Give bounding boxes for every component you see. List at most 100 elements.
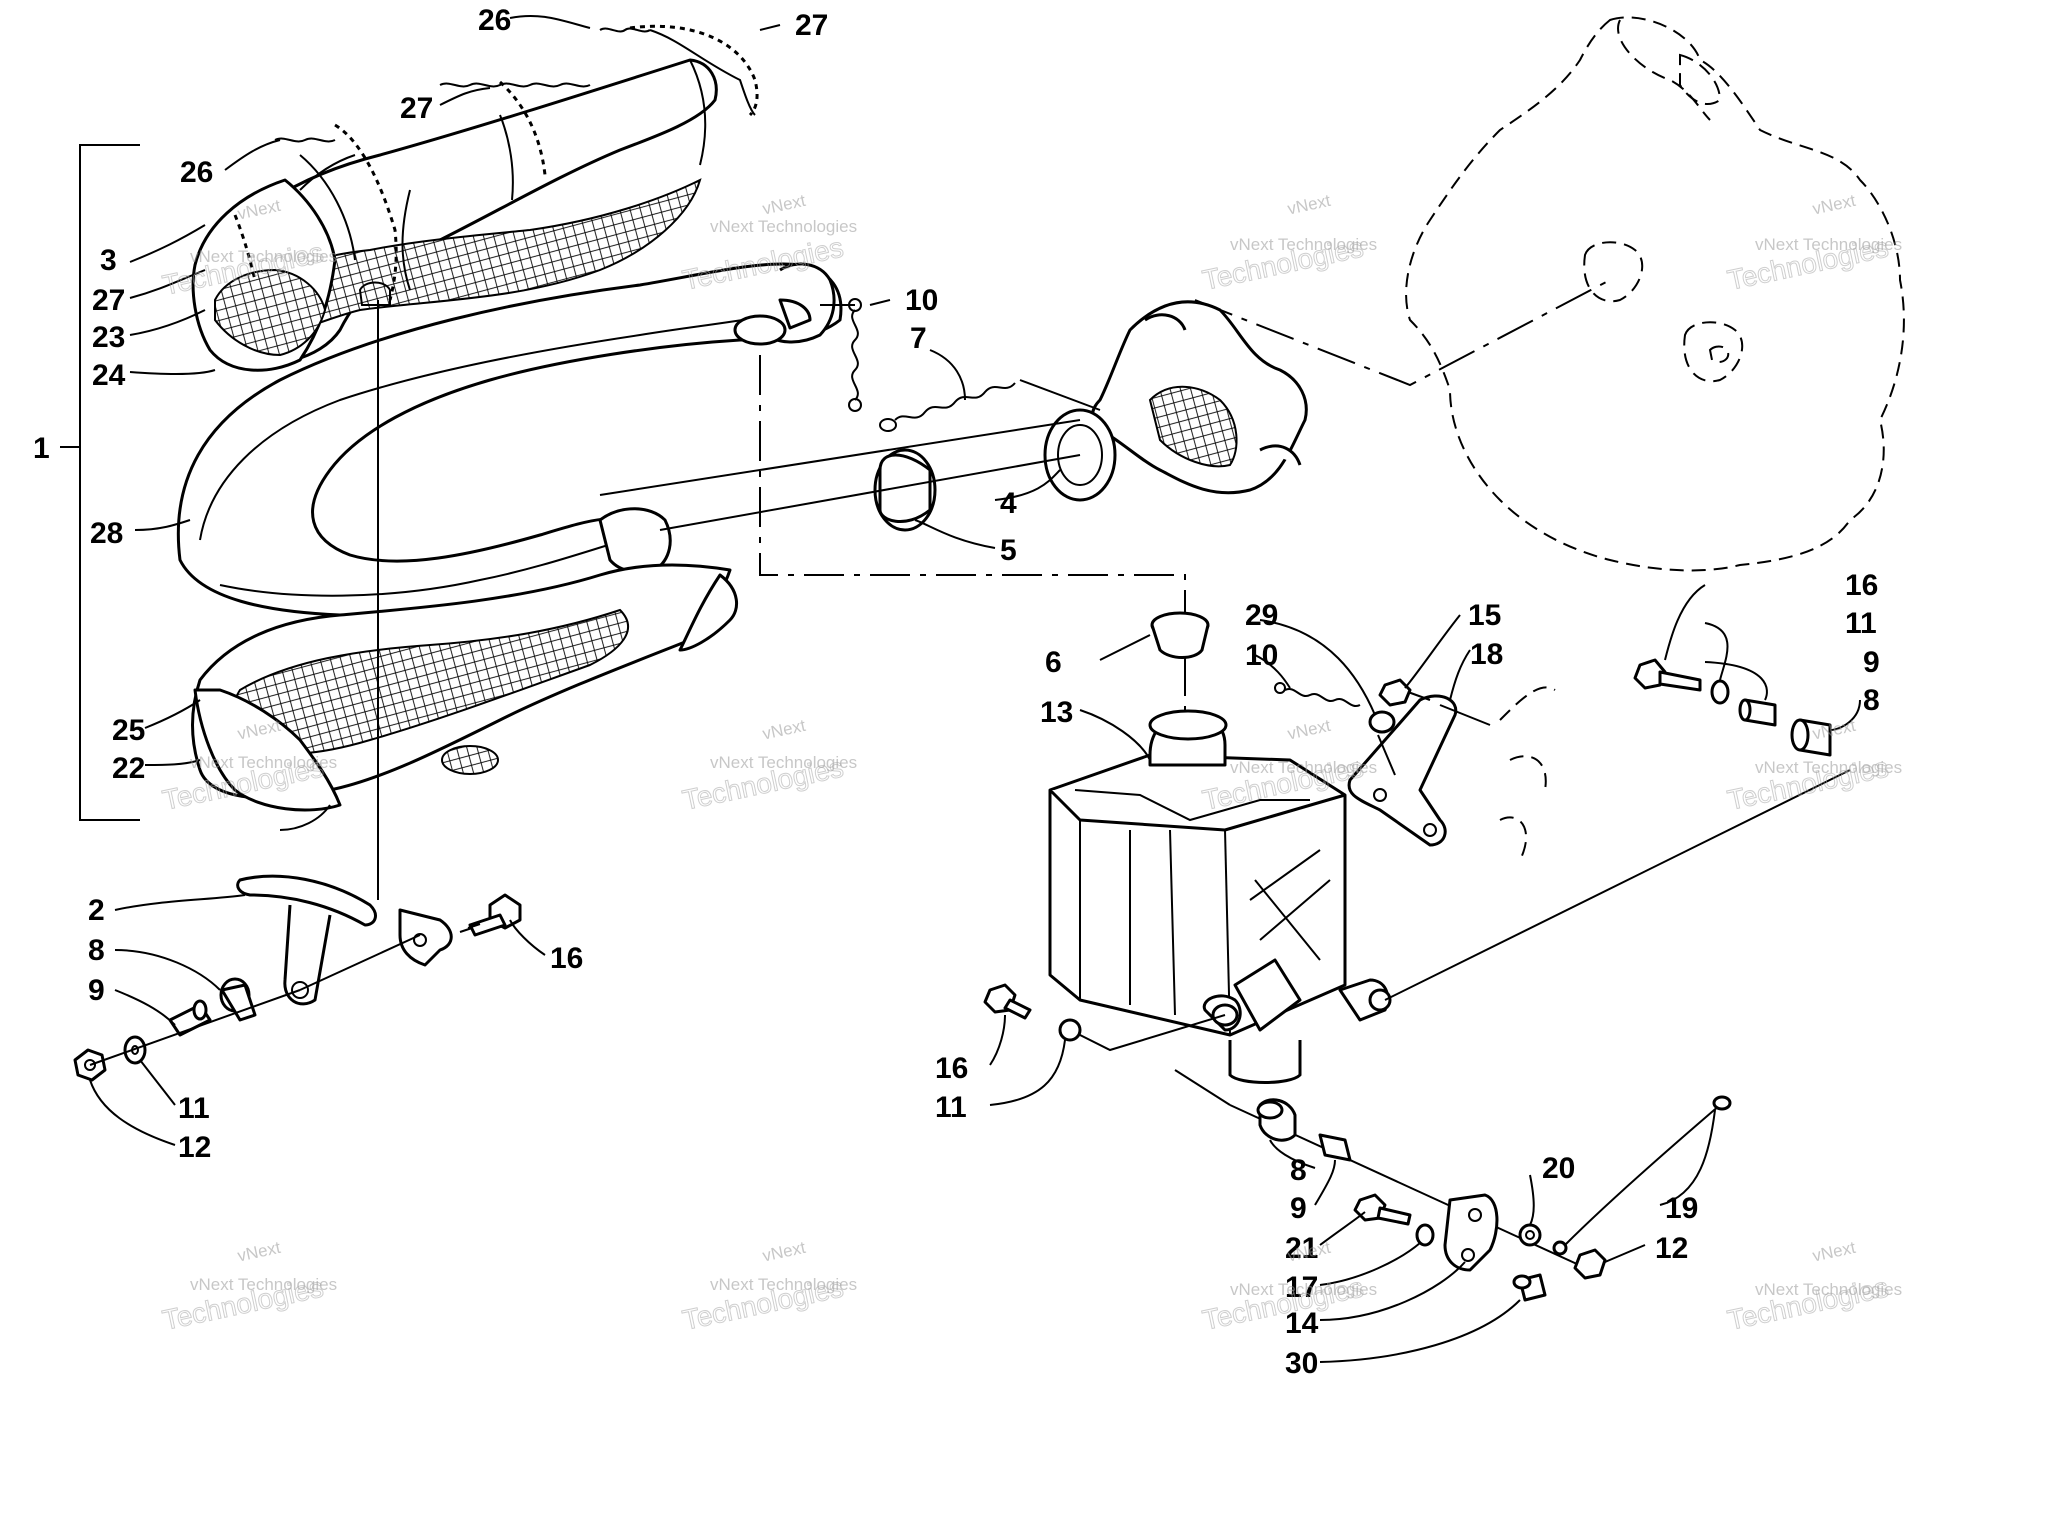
watermark-text: vNext Technologies <box>1230 1280 1377 1299</box>
callout-23: 23 <box>92 321 125 354</box>
watermark: vNext <box>761 191 808 219</box>
callout-28: 28 <box>90 517 123 550</box>
bushing-8-left <box>219 977 257 1022</box>
svg-text:vNext: vNext <box>761 191 808 219</box>
callout-27-left: 27 <box>92 284 125 317</box>
mount-bracket-18 <box>1347 694 1458 847</box>
lock-washer-20 <box>1518 1223 1542 1247</box>
svg-text:vNext: vNext <box>1286 191 1333 219</box>
cap-29 <box>1368 710 1396 734</box>
bushing-8-right <box>1790 718 1832 757</box>
callout-10-top: 10 <box>905 284 938 317</box>
watermark-text: vNext Technologies <box>190 247 337 266</box>
callout-22: 22 <box>112 752 145 785</box>
bolt-16-lower <box>983 983 1032 1020</box>
callout-14: 14 <box>1285 1307 1319 1340</box>
bolt-21 <box>1353 1193 1412 1226</box>
washer-11-lower <box>1058 1018 1082 1042</box>
callout-labels: 1 2 3 4 5 6 7 8 8 8 9 9 9 10 10 11 11 11… <box>33 4 1880 1380</box>
callout-11-right: 11 <box>1845 607 1877 640</box>
bushing-8-lower <box>1256 1098 1297 1142</box>
callout-11-lower: 11 <box>935 1091 967 1124</box>
callout-20: 20 <box>1542 1152 1575 1185</box>
ground-wire-19 <box>1552 1095 1732 1256</box>
engine-outline <box>1405 16 1905 861</box>
callout-16-lower: 16 <box>935 1052 968 1085</box>
svg-text:vNext: vNext <box>1286 716 1333 744</box>
svg-text:vNext: vNext <box>761 716 808 744</box>
callout-7: 7 <box>910 322 927 355</box>
washer-11-left <box>123 1035 147 1065</box>
callout-leaders <box>89 14 1861 1363</box>
callout-27-top: 27 <box>795 9 828 42</box>
watermark-text: vNext Technologies <box>1755 1280 1902 1299</box>
callout-8-lower: 8 <box>1290 1154 1307 1187</box>
callout-9-left: 9 <box>88 974 105 1007</box>
callout-26-top: 26 <box>478 4 511 37</box>
callout-11-left: 11 <box>178 1092 210 1125</box>
watermark-text: vNext Technologies <box>1230 235 1377 254</box>
plate-14 <box>1443 1193 1499 1272</box>
svg-text:vNext: vNext <box>761 1238 808 1266</box>
washer-11-right <box>1710 679 1730 705</box>
callout-17: 17 <box>1285 1271 1318 1304</box>
callout-8-right: 8 <box>1863 684 1880 717</box>
clamp-5 <box>873 448 937 532</box>
watermark: vNext <box>236 1238 283 1266</box>
callout-1: 1 <box>33 432 50 465</box>
callout-16-left: 16 <box>550 942 583 975</box>
retaining-chain <box>233 24 759 301</box>
callout-12-left: 12 <box>178 1131 211 1164</box>
gasket-6 <box>1150 611 1210 659</box>
sleeve-9-left <box>168 999 212 1037</box>
svg-text:vNext: vNext <box>1811 191 1858 219</box>
svg-text:vNext: vNext <box>1811 1238 1858 1266</box>
svg-text:vNext: vNext <box>236 1238 283 1266</box>
callout-15: 15 <box>1468 599 1501 632</box>
watermark: vNext <box>1286 191 1333 219</box>
callout-9-right: 9 <box>1863 646 1880 679</box>
watermark: vNext <box>1286 716 1333 744</box>
muffler-mount-bracket <box>236 874 453 1006</box>
watermark-text: vNext Technologies <box>1755 758 1902 777</box>
washer-17 <box>1415 1223 1435 1247</box>
callout-13: 13 <box>1040 696 1073 729</box>
watermark: vNext <box>761 1238 808 1266</box>
watermark: vNext <box>761 716 808 744</box>
callout-16-right: 16 <box>1845 569 1878 602</box>
group-bracket-1 <box>79 144 140 821</box>
watermark-text: vNext Technologies <box>710 1275 857 1294</box>
callout-29: 29 <box>1245 599 1278 632</box>
upper-heat-shield <box>191 58 718 372</box>
lower-heat-shield <box>191 563 739 831</box>
watermark-text: vNext Technologies <box>710 753 857 772</box>
stud-30 <box>1512 1273 1547 1302</box>
watermark: vNext <box>1811 191 1858 219</box>
silencer-13 <box>1048 709 1392 1084</box>
bolt-15 <box>1378 678 1431 707</box>
watermark-text: vNext Technologies <box>1755 235 1902 254</box>
watermark-text: vNext Technologies <box>1230 758 1377 777</box>
callout-19: 19 <box>1665 1192 1698 1225</box>
callout-24: 24 <box>92 359 126 392</box>
spring-10-right <box>1274 682 1361 708</box>
exhaust-pipe <box>176 262 843 618</box>
callout-27-mid: 27 <box>400 92 433 125</box>
exhaust-manifold-4 <box>1043 300 1308 502</box>
callout-12-lower: 12 <box>1655 1232 1688 1265</box>
retaining-spring <box>274 27 756 191</box>
callout-8-left: 8 <box>88 934 105 967</box>
bolt-16-left <box>459 893 522 937</box>
callout-25: 25 <box>112 714 145 747</box>
callout-26-mid: 26 <box>180 156 213 189</box>
svg-text:vNext: vNext <box>1811 716 1858 744</box>
callout-18: 18 <box>1470 638 1503 671</box>
nut-12-lower <box>1573 1248 1607 1280</box>
callout-2: 2 <box>88 894 105 927</box>
sleeve-9-lower <box>1318 1133 1352 1162</box>
spring-10-top <box>848 298 862 412</box>
callout-6: 6 <box>1045 646 1062 679</box>
callout-4: 4 <box>1000 487 1017 520</box>
callout-3: 3 <box>100 244 117 277</box>
